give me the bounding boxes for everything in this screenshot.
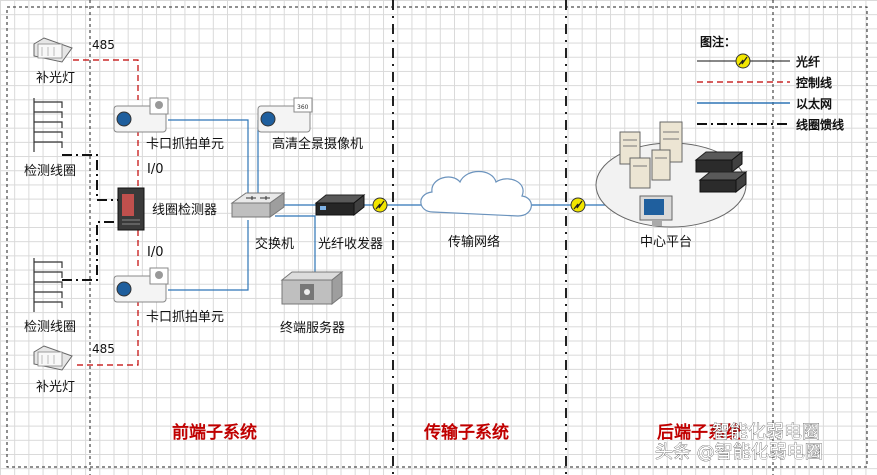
hd-camera-icon: 360 bbox=[257, 97, 313, 133]
hd-camera-label: 高清全景摄像机 bbox=[272, 136, 363, 152]
section-backend-title: 后端子系统 bbox=[657, 422, 742, 443]
fiber-transceiver-label: 光纤收发器 bbox=[318, 236, 383, 252]
cloud-icon bbox=[420, 170, 532, 217]
fill-light-top-label: 补光灯 bbox=[36, 71, 75, 86]
legend: 图注： 光纤 控制线 以太网 线圈馈线 bbox=[697, 34, 844, 132]
legend-control-label: 控制线 bbox=[796, 75, 832, 90]
detect-coil-bottom-icon bbox=[33, 258, 63, 312]
outer-border bbox=[6, 6, 868, 468]
fill-light-bottom-icon bbox=[33, 345, 73, 371]
fiber-badge-backend-icon bbox=[570, 197, 586, 213]
watermark-line1: 智能化弱电圈 bbox=[712, 422, 820, 443]
legend-title: 图注： bbox=[700, 34, 736, 49]
section-transport-title: 传输子系统 bbox=[423, 422, 509, 443]
io-top-label: I/0 bbox=[147, 162, 164, 177]
terminal-server-icon bbox=[280, 270, 344, 306]
legend-fiber-label: 光纤 bbox=[795, 54, 820, 69]
center-platform-icon bbox=[595, 121, 748, 228]
rs485-top-label: 485 bbox=[92, 38, 115, 52]
fiber-badge-front-icon bbox=[372, 197, 388, 213]
fill-light-top-icon bbox=[33, 37, 73, 63]
transport-network-label: 传输网络 bbox=[448, 234, 500, 250]
svg-text:360: 360 bbox=[297, 104, 309, 111]
switch-icon bbox=[230, 192, 286, 218]
coil-detector-label: 线圈检测器 bbox=[152, 203, 217, 218]
capture-unit-top-label: 卡口抓拍单元 bbox=[146, 137, 224, 152]
rs485-bottom-label: 485 bbox=[92, 342, 115, 356]
legend-ethernet-label: 以太网 bbox=[796, 96, 832, 111]
coil-feeder-lines bbox=[62, 154, 118, 281]
section-front-title: 前端子系统 bbox=[172, 422, 257, 443]
detect-coil-bottom-label: 检测线圈 bbox=[24, 320, 76, 335]
legend-coil-feeder-label: 线圈馈线 bbox=[796, 117, 844, 132]
switch-label: 交换机 bbox=[255, 236, 294, 252]
fiber-transceiver-icon bbox=[314, 193, 366, 217]
control-lines bbox=[73, 59, 139, 366]
io-bottom-label: I/0 bbox=[147, 245, 164, 260]
capture-unit-bottom-label: 卡口抓拍单元 bbox=[146, 310, 224, 325]
center-platform-label: 中心平台 bbox=[640, 235, 692, 250]
fill-light-bottom-label: 补光灯 bbox=[36, 380, 75, 395]
terminal-server-label: 终端服务器 bbox=[280, 320, 345, 336]
capture-unit-bottom-icon bbox=[113, 267, 169, 303]
detect-coil-top-label: 检测线圈 bbox=[24, 164, 76, 179]
watermark-line2: 头条 @智能化弱电圈 bbox=[655, 442, 823, 463]
coil-detector-icon bbox=[117, 187, 145, 231]
capture-unit-top-icon bbox=[113, 97, 169, 133]
detect-coil-top-icon bbox=[33, 98, 63, 152]
